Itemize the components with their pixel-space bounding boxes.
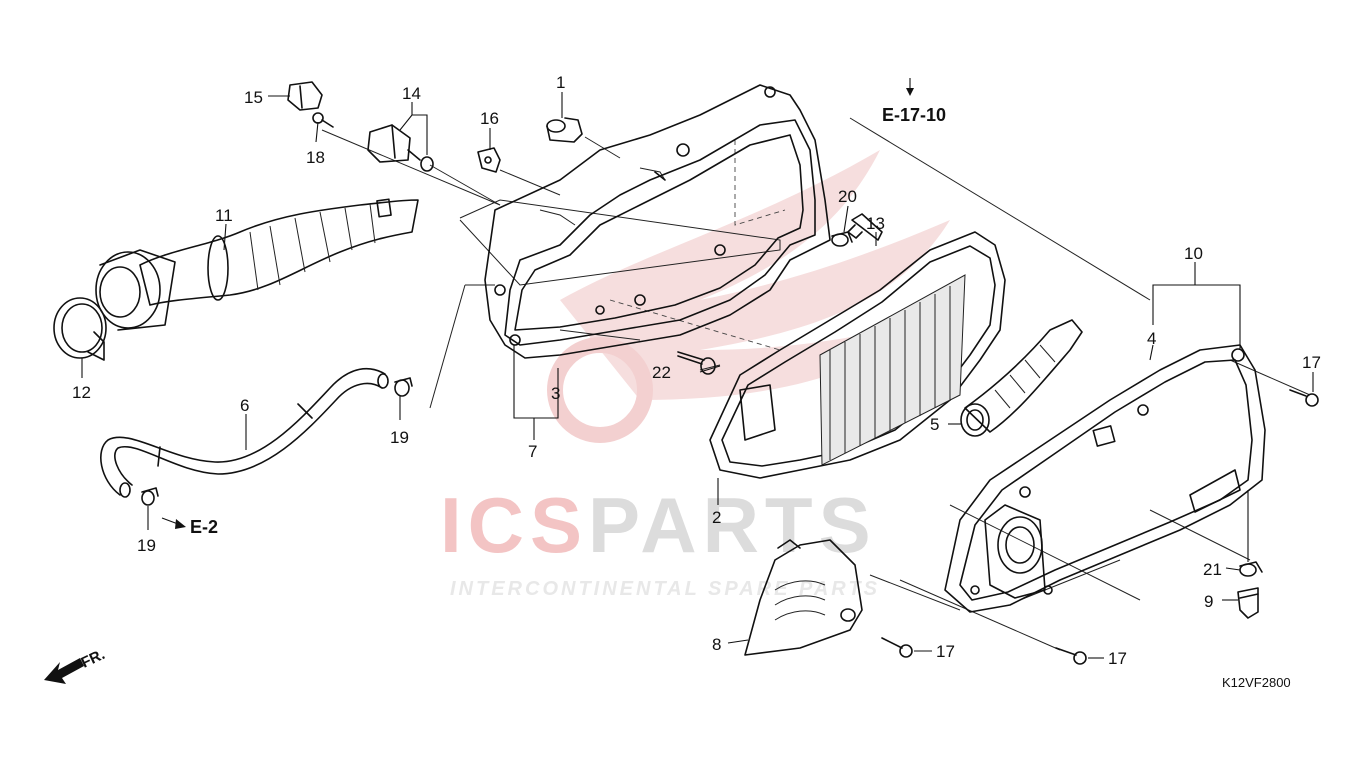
callout-5: 5 [930, 415, 939, 434]
part-12-clamp-band [53, 297, 107, 361]
front-direction-marker: FR. [44, 646, 108, 684]
callout-22: 22 [652, 363, 671, 382]
filter-pleats [829, 286, 951, 460]
air-cleaner-case [484, 84, 831, 359]
part-8-side-cover [744, 539, 863, 656]
part-21-clip [1239, 561, 1263, 577]
callout-17-right: 17 [1302, 353, 1321, 372]
callout-4: 4 [1147, 329, 1156, 348]
reference-e-17-10: E-17-10 [882, 105, 946, 125]
part-22-bolt [677, 351, 716, 375]
callout-10: 10 [1184, 244, 1203, 263]
callout-7: 7 [528, 442, 537, 461]
callout-11: 11 [215, 206, 233, 225]
watermark-tagline: INTERCONTINENTAL SPARE PARTS [450, 578, 880, 600]
front-label: FR. [79, 646, 108, 672]
part-19-clip-upper [394, 377, 413, 397]
callout-1: 1 [556, 73, 565, 92]
part-15-cap [287, 81, 323, 111]
part-13-fitting [847, 213, 883, 241]
callout-20: 20 [838, 187, 857, 206]
callout-18: 18 [306, 148, 325, 167]
watermark-brand: ICSPARTS [440, 481, 877, 569]
part-17-screw-lower [1055, 647, 1087, 665]
part-9-drain-plug [1237, 587, 1259, 619]
part-5-connecting-tube [960, 319, 1083, 437]
callout-19-lower: 19 [137, 536, 156, 555]
callout-17-middle: 17 [936, 642, 955, 661]
callout-17-lower: 17 [1108, 649, 1127, 668]
part-17-screw-middle [881, 637, 913, 658]
part-18-screw [312, 112, 334, 128]
callout-13: 13 [866, 214, 885, 233]
part-17-screw-right [1289, 389, 1319, 407]
reference-e-2: E-2 [190, 517, 218, 537]
callout-21: 21 [1203, 560, 1222, 579]
callout-15: 15 [244, 88, 263, 107]
diagram-code: K12VF2800 [1222, 675, 1291, 690]
callout-3: 3 [551, 384, 560, 403]
watermark-gear-icon [547, 337, 653, 443]
part-2-filter-element [709, 231, 1006, 479]
callout-8: 8 [712, 635, 721, 654]
callout-19-upper: 19 [390, 428, 409, 447]
callout-9: 9 [1204, 592, 1213, 611]
callout-6: 6 [240, 396, 249, 415]
callout-16: 16 [480, 109, 499, 128]
part-16-clip [477, 147, 501, 173]
part-19-clip-lower [141, 487, 159, 506]
watermark-brand-accent: ICS [440, 481, 588, 569]
callout-2: 2 [712, 508, 721, 527]
watermark-brand-rest: PARTS [588, 481, 877, 569]
callout-12: 12 [72, 383, 91, 402]
leader-lines [81, 78, 1314, 659]
part-20-clip [831, 231, 853, 247]
part-11-intake-duct [95, 198, 419, 331]
front-arrow-icon [44, 658, 84, 684]
guide-lines [321, 117, 1311, 651]
callout-14: 14 [402, 84, 421, 103]
part-6-breather-tube [100, 367, 389, 498]
part-4-cover [944, 344, 1266, 613]
callouts: 1 2 3 4 5 6 7 8 9 10 11 12 13 14 15 16 1… [72, 73, 1321, 668]
part-1-grommet [546, 117, 583, 143]
part-14-sensor [367, 124, 434, 172]
